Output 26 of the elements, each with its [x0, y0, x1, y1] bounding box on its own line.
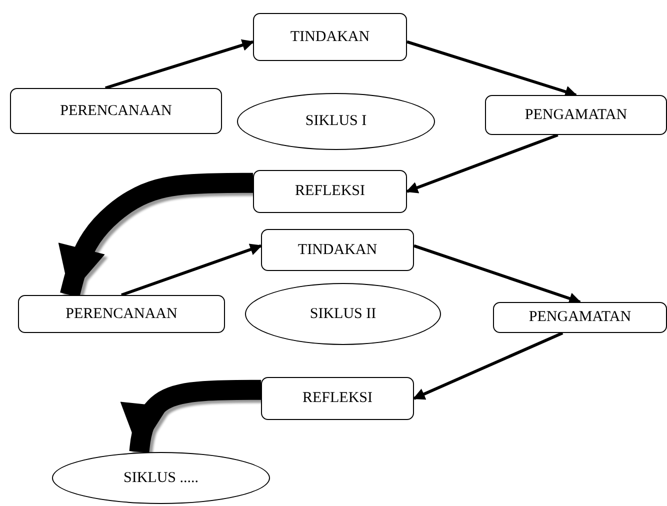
- node-label: PERENCANAAN: [66, 306, 178, 322]
- arrow: [121, 244, 262, 296]
- process-box: [261, 229, 414, 271]
- node-label: PERENCANAAN: [60, 102, 172, 120]
- process-box: [493, 302, 667, 333]
- node-label: TINDAKAN: [298, 242, 378, 258]
- node-label: PENGAMATAN: [528, 309, 632, 326]
- process-box: [253, 13, 407, 61]
- arrow: [406, 134, 558, 194]
- node-label: SIKLUS .....: [123, 470, 198, 486]
- node-label: REFLEKSI: [294, 183, 365, 200]
- process-box: [10, 88, 222, 134]
- node-label: SIKLUS II: [310, 306, 376, 322]
- curved-arrow: [58, 172, 254, 298]
- arrow: [412, 332, 564, 400]
- process-box: [253, 170, 407, 213]
- node-label: TINDAKAN: [290, 28, 370, 46]
- process-box: [485, 95, 667, 135]
- process-box: [261, 377, 414, 420]
- arrow: [414, 244, 582, 304]
- process-box: [18, 295, 225, 333]
- node-label: SIKLUS I: [305, 113, 367, 130]
- arrow: [104, 39, 254, 90]
- node-label: REFLEKSI: [302, 390, 372, 407]
- node-label: PENGAMATAN: [524, 106, 628, 124]
- arrow: [406, 40, 578, 98]
